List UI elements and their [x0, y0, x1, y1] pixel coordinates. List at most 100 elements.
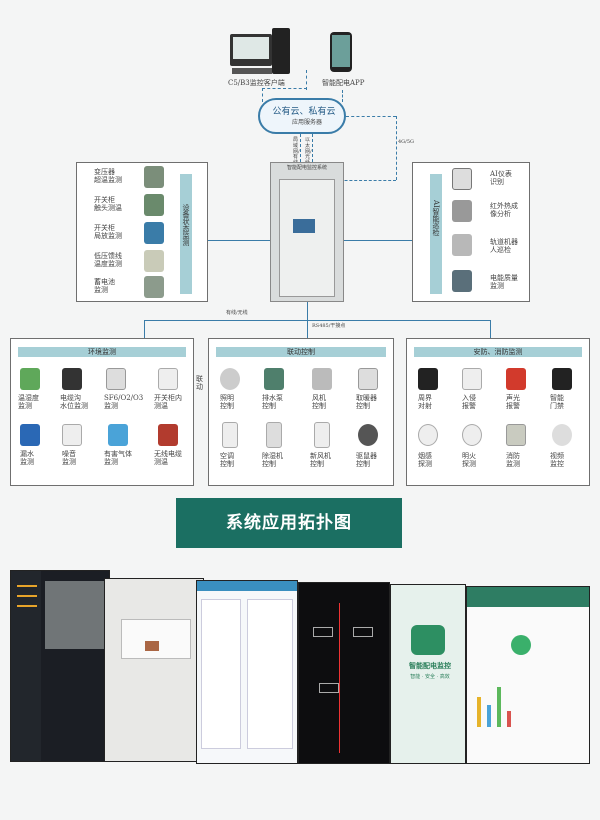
phone-icon: [330, 32, 352, 72]
sec-item: 智能 门禁: [550, 394, 564, 410]
screen-web-list: [196, 580, 298, 764]
gas-sensor-icon: [106, 368, 126, 390]
linkage-control-title: 联动控制: [216, 347, 386, 357]
wireless-temp-icon: [158, 424, 178, 446]
app-title: 智能配电监控: [409, 661, 451, 670]
dehumidifier-icon: [266, 422, 282, 448]
lighting-icon: [220, 368, 240, 390]
linkage-label: 联动: [196, 375, 203, 392]
env-item: 电缆沟 水位监测: [60, 394, 88, 410]
env-item: 噪音 监测: [62, 450, 76, 466]
app-cloud-link: [342, 90, 343, 102]
water-level-icon: [62, 368, 82, 390]
ai-item: 红外热成 像分析: [490, 202, 518, 218]
cabinet-temp-icon: [158, 368, 178, 390]
env-item: SF6/O2/O3 监测: [104, 394, 144, 410]
camera-icon: [552, 424, 572, 446]
env-monitor-panel: [10, 338, 194, 486]
link-item: 排水泵 控制: [262, 394, 283, 410]
power-quality-icon: [452, 270, 472, 292]
cabinet-label: 智能配电监控系统: [286, 165, 327, 171]
noise-icon: [62, 424, 82, 446]
screen-mobile-dashboard: [466, 586, 590, 764]
battery-icon: [144, 276, 164, 298]
sec-item: 消防 监测: [506, 452, 520, 468]
device-item: 低压馈线 温度监测: [94, 252, 122, 268]
security-fire-panel: [406, 338, 590, 486]
ai-item: AI仪表 识别: [490, 170, 512, 186]
link-item: 驱鼠器 控制: [356, 452, 377, 468]
ai-inspection-side: AI智能巡检: [430, 174, 442, 294]
ai-meter-icon: [452, 168, 472, 190]
link-item: 取暖器 控制: [356, 394, 377, 410]
thermal-camera-icon: [452, 200, 472, 222]
transformer-icon: [144, 166, 164, 188]
link-item: 空调 控制: [220, 452, 234, 468]
link-item: 照明 控制: [220, 394, 234, 410]
pc-tower-icon: [272, 28, 290, 74]
fan-icon: [312, 368, 332, 390]
app-subtitle: 智能 · 安全 · 高效: [410, 674, 450, 680]
ai-item: 轨道机器 人巡检: [490, 238, 518, 254]
link-right-label: 4G/5G: [398, 139, 415, 145]
link-item: 新风机 控制: [310, 452, 331, 468]
siren-icon: [506, 368, 526, 390]
env-item: 温湿度 监测: [18, 394, 39, 410]
access-control-icon: [552, 368, 572, 390]
pd-sensor-icon: [144, 222, 164, 244]
flame-detector-icon: [462, 424, 482, 446]
sec-item: 烟感 探测: [418, 452, 432, 468]
cloud-sub-label: 应用服务器: [291, 119, 322, 126]
screen-mobile-app: 智能配电监控 智能 · 安全 · 高效: [390, 584, 466, 764]
env-item: 无线电缆 测温: [154, 450, 182, 466]
cloud-label: 公有云、私有云: [272, 107, 336, 117]
device-item: 开关柜 局放监测: [94, 224, 122, 240]
meter-icon: [144, 250, 164, 272]
sec-item: 视频 监控: [550, 452, 564, 468]
env-item: 开关柜内 测温: [154, 394, 182, 410]
monitor-pc-icon: [230, 34, 272, 66]
cloud-icon: [258, 98, 346, 134]
bus-right-label: RS485/干接点: [312, 323, 346, 329]
keyboard-icon: [232, 68, 272, 74]
bus-left-label: 有线/无线: [226, 310, 248, 316]
leak-icon: [20, 424, 40, 446]
sec-item: 入侵 报警: [462, 394, 476, 410]
pc-label: C5/B3监控客户端: [228, 79, 285, 87]
link-item: 风机 控制: [312, 394, 326, 410]
heater-icon: [358, 368, 378, 390]
sec-item: 声光 报警: [506, 394, 520, 410]
pc-cloud-link: [262, 88, 263, 102]
sec-item: 明火 探测: [462, 452, 476, 468]
rodent-repeller-icon: [358, 424, 378, 446]
caption-banner: 系统应用拓扑图: [176, 498, 402, 548]
aircon-icon: [222, 422, 238, 448]
device-item: 变压器 超温监测: [94, 168, 122, 184]
link-item: 除湿机 控制: [262, 452, 283, 468]
temp-humidity-icon: [20, 368, 40, 390]
env-monitor-title: 环境监测: [18, 347, 186, 357]
screen-desktop-dark: [10, 570, 110, 762]
sensor-icon: [144, 194, 164, 216]
perimeter-beam-icon: [418, 368, 438, 390]
linkage-control-panel: [208, 338, 394, 486]
rail-robot-icon: [452, 234, 472, 256]
ai-item: 电能质量 监测: [490, 274, 518, 290]
device-item: 蓄电池 监测: [94, 278, 115, 294]
screen-3d-model: [104, 578, 204, 762]
smoke-detector-icon: [418, 424, 438, 446]
fresh-air-icon: [314, 422, 330, 448]
fire-monitor-icon: [506, 424, 526, 446]
harmful-gas-icon: [108, 424, 128, 446]
security-fire-title: 安防、消防监测: [414, 347, 582, 357]
screen-wiring-diagram: [298, 582, 390, 764]
cabinet: 智能配电监控系统: [270, 162, 344, 302]
env-item: 漏水 监测: [20, 450, 34, 466]
device-status-side: 设备状态监测: [180, 174, 192, 294]
app-label: 智能配电APP: [322, 79, 365, 87]
env-item: 有害气体 监测: [104, 450, 132, 466]
pump-icon: [264, 368, 284, 390]
sec-item: 周界 对射: [418, 394, 432, 410]
intrusion-icon: [462, 368, 482, 390]
device-item: 开关柜 触头测温: [94, 196, 122, 212]
